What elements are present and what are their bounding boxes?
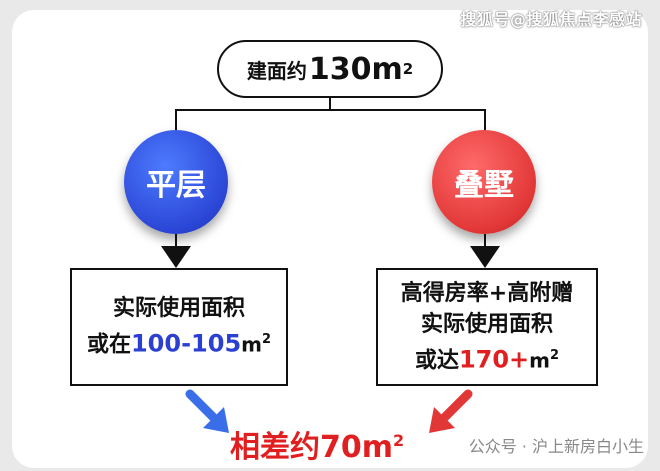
right-down-line: [484, 234, 486, 248]
total-area-sup: 2: [402, 60, 414, 78]
flat-line1: 实际使用面积: [112, 296, 245, 322]
flat-area-value: 100-105: [130, 329, 242, 358]
red-diagonal-arrow-icon: [429, 389, 473, 433]
villa-area-unit: m: [529, 348, 551, 373]
connector-stem: [329, 98, 331, 110]
flat-area-box: 实际使用面积 或在100-105m2: [70, 268, 288, 386]
villa-line1: 高得房率+高附赠: [400, 280, 574, 306]
villa-area-box: 高得房率+高附赠 实际使用面积 或达170+m2: [376, 268, 598, 386]
flat-line2-prefix: 或在: [86, 332, 131, 358]
difference-text: 相差约70m: [230, 430, 394, 465]
flat-label: 平层: [146, 168, 206, 203]
difference-sup: 2: [393, 431, 405, 450]
villa-line3: 或达170+m2: [415, 340, 559, 376]
left-down-line: [175, 234, 177, 248]
blue-diagonal-arrow-icon: [185, 389, 229, 433]
stacked-villa-label: 叠墅: [454, 168, 514, 203]
left-down-arrow: [161, 246, 191, 268]
right-down-arrow: [470, 246, 500, 268]
stacked-villa-circle: 叠墅: [432, 130, 536, 234]
total-area-value: 130m: [308, 51, 403, 87]
connector-right-drop: [484, 109, 486, 131]
villa-line3-prefix: 或达: [414, 348, 459, 374]
flat-area-unit: m: [241, 332, 262, 357]
footer-credit: 公众号 · 沪上新房白小生: [468, 437, 644, 456]
villa-area-value: 170+: [458, 345, 530, 374]
connector-horizontal: [176, 109, 486, 111]
connector-left-drop: [175, 109, 177, 131]
flat-circle: 平层: [124, 130, 228, 234]
flat-area-sup: 2: [261, 332, 272, 348]
total-area-prefix: 建面约: [246, 58, 307, 83]
flat-line2: 或在100-105m2: [87, 324, 271, 360]
watermark: 搜狐号@搜狐焦点李感站: [460, 10, 642, 29]
difference-result: 相差约70m2: [230, 422, 404, 466]
villa-line2: 实际使用面积: [420, 311, 553, 337]
villa-area-sup: 2: [550, 347, 560, 363]
